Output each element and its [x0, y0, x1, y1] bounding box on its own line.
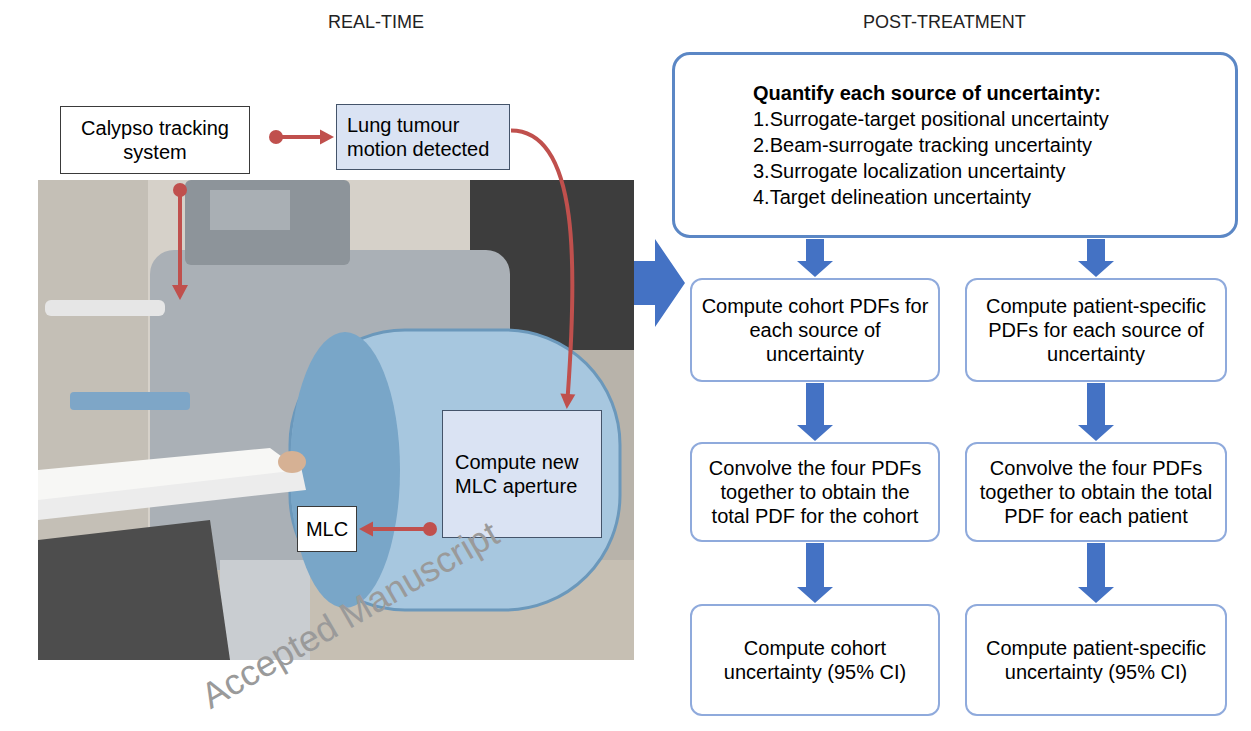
box-text: Compute patient-specific PDFs for each s…: [974, 294, 1218, 366]
step-box: Compute patient-specific uncertainty (95…: [965, 604, 1227, 716]
imager-panel: [70, 392, 190, 410]
connector-arrow: [1078, 543, 1114, 603]
box-text: Calypso tracking system: [69, 116, 241, 164]
box-text: 3.Surrogate localization uncertainty: [753, 158, 1225, 184]
block-arrow: [1078, 383, 1114, 441]
block-arrow: [797, 383, 833, 441]
box-text: Compute patient-specific uncertainty (95…: [974, 636, 1218, 684]
box-text: Convolve the four PDFs together to obtai…: [699, 456, 931, 528]
component-box: MLC: [297, 506, 357, 552]
arrow-head: [320, 130, 334, 145]
panel-region: POST-TREATMENT Quantify each source of un…: [655, 0, 1251, 731]
connector-line: [511, 130, 573, 395]
box-text: 2.Beam-surrogate tracking uncertainty: [753, 132, 1225, 158]
room-wall: [38, 180, 634, 660]
block-arrow: [797, 239, 833, 277]
connector-arrow: [1078, 383, 1114, 441]
connector-arrow: [797, 543, 833, 603]
box-text: 4.Target delineation uncertainty: [753, 184, 1225, 210]
imager-housing: [185, 180, 350, 265]
arrow-head: [560, 394, 575, 409]
connector-arrow: [1078, 239, 1114, 277]
connector-arrow: [634, 239, 685, 327]
step-box: Compute cohort PDFs for each source of u…: [690, 278, 940, 382]
panel-heading: REAL-TIME: [320, 10, 432, 35]
imager-arm: [45, 300, 165, 316]
process-box: Compute new MLC aperture: [442, 410, 602, 538]
box-heading: Quantify each source of uncertainty:: [753, 80, 1225, 106]
patient-sheet: [38, 448, 300, 500]
connector-dot: [423, 522, 437, 536]
box-text: Compute new MLC aperture: [455, 450, 589, 498]
connector-arrow: [797, 239, 833, 277]
head-face: [290, 332, 400, 608]
block-arrow: [797, 543, 833, 603]
connector-arrow: [359, 522, 437, 537]
step-box: Compute patient-specific PDFs for each s…: [965, 278, 1227, 382]
system-box: Calypso tracking system: [60, 106, 250, 174]
step-box: Convolve the four PDFs together to obtai…: [690, 442, 940, 542]
arrow-head: [359, 522, 373, 537]
imager-grille: [210, 190, 290, 230]
step-box: Convolve the four PDFs together to obtai…: [965, 442, 1227, 542]
block-arrow: [634, 239, 685, 327]
panel-heading: POST-TREATMENT: [855, 10, 1034, 35]
connector-dot: [269, 130, 283, 144]
box-text: 1.Surrogate-target positional uncertaint…: [753, 106, 1225, 132]
box-text: Convolve the four PDFs together to obtai…: [974, 456, 1218, 528]
step-box: Quantify each source of uncertainty:1.Su…: [672, 52, 1238, 238]
couch-base: [38, 520, 230, 660]
connector-arrow: [511, 130, 575, 409]
block-arrow: [1078, 543, 1114, 603]
connector-arrow: [797, 383, 833, 441]
step-box: Compute cohort uncertainty (95% CI): [690, 604, 940, 716]
pointer-head: [172, 285, 188, 300]
box-text: MLC: [302, 517, 352, 541]
block-arrow: [1078, 239, 1114, 277]
patient-head: [278, 451, 306, 473]
box-text: Lung tumour motion detected: [347, 113, 499, 161]
connector-line: [373, 527, 430, 531]
box-text: Compute cohort uncertainty (95% CI): [699, 636, 931, 684]
pointer-line: [178, 190, 182, 287]
box-text: Compute cohort PDFs for each source of u…: [699, 294, 931, 366]
process-box: Lung tumour motion detected: [336, 104, 510, 170]
connector-arrow: [269, 130, 334, 145]
